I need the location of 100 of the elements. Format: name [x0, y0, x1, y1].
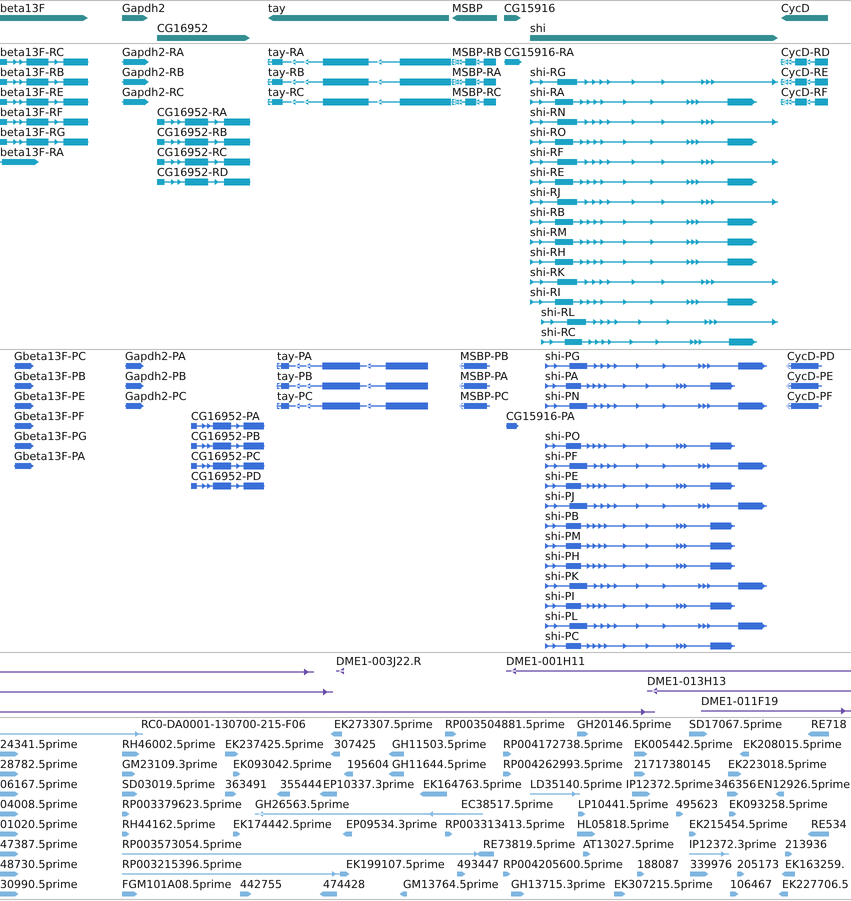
feature-label: CG16952-PA	[191, 410, 260, 423]
feature-label: shi-RH	[530, 246, 566, 259]
feature-label: 48730.5prime	[0, 858, 78, 871]
feature-label: DME1-013H13	[647, 675, 726, 688]
feature-label: shi-PM	[545, 530, 581, 543]
feature-label: EP10337.3prime	[323, 778, 414, 791]
feature-label: RE73819.5prime	[483, 838, 576, 851]
feature-label: 28782.5prime	[0, 758, 78, 771]
feature-label: beta13F-RA	[0, 146, 64, 159]
feature-label: RP003379623.5prime	[122, 798, 242, 811]
feature-label: tay-RA	[268, 46, 304, 59]
feature-label: 213936	[785, 838, 827, 851]
feature-label: CG16952	[157, 22, 208, 35]
feature-label: RC0-DA0001-130700-215-F06	[141, 718, 306, 731]
feature-label: 493447	[457, 858, 499, 871]
feature-label: beta13F	[0, 2, 46, 15]
feature-label: beta13F-RF	[0, 106, 64, 119]
feature-label: Gapdh2-RC	[122, 86, 184, 99]
feature-label: 495623	[676, 798, 718, 811]
feature-label: EK227706.5	[782, 878, 849, 891]
feature-label: EK164763.5prime	[423, 778, 522, 791]
feature-label: DME1-003J22.R	[336, 655, 422, 668]
feature-label: shi-PO	[545, 430, 580, 443]
feature-label: DME1-011F19	[701, 695, 778, 708]
feature-label: HL05818.5prime	[577, 818, 669, 831]
feature-label: AT13027.5prime	[583, 838, 674, 851]
feature-label: RP004205600.5prime	[503, 858, 623, 871]
feature-label: EK215454.5prime	[689, 818, 788, 831]
feature-label: Gapdh2-PB	[125, 370, 186, 383]
feature-label: RP004262993.5prime	[503, 758, 623, 771]
feature-label: RP003573054.5prime	[122, 838, 242, 851]
feature-label: CycD	[781, 2, 810, 15]
feature-label: shi	[530, 22, 546, 35]
feature-label: 307425	[334, 738, 376, 751]
feature-label: RH46002.5prime	[122, 738, 216, 751]
feature-label: CG16952-PB	[191, 430, 260, 443]
feature-label: CG16952-RD	[157, 166, 228, 179]
feature-label: EK273307.5prime	[334, 718, 433, 731]
feature-label: beta13F-RC	[0, 46, 64, 59]
feature-label: EK093258.5prime	[729, 798, 828, 811]
feature-label: shi-PC	[545, 630, 580, 643]
feature-label: shi-PL	[545, 610, 578, 623]
feature-label: EC38517.5prime	[461, 798, 554, 811]
feature-label: MSBP	[452, 2, 483, 15]
feature-label: shi-RM	[530, 226, 567, 239]
feature-label: SD17067.5prime	[689, 718, 782, 731]
feature-label: shi-PJ	[545, 490, 575, 503]
feature-label: RP003504881.5prime	[445, 718, 565, 731]
feature-label: SD03019.5prime	[122, 778, 215, 791]
feature-label: Gapdh2-RB	[122, 66, 184, 79]
feature-label: 346356	[714, 778, 756, 791]
feature-label: 363491	[225, 778, 267, 791]
feature-label: shi-RA	[530, 86, 564, 99]
feature-label: CG16952-PC	[191, 450, 260, 463]
feature-label: 01020.5prime	[0, 818, 78, 831]
feature-label: EK005442.5prime	[634, 738, 733, 751]
feature-label: GH20146.5prime	[577, 718, 672, 731]
feature-label: Gbeta13F-PF	[14, 410, 85, 423]
feature-label: tay-RB	[268, 66, 305, 79]
feature-label: Gbeta13F-PE	[14, 390, 86, 403]
feature-label: Gapdh2-RA	[122, 46, 184, 59]
feature-label: MSBP-PA	[460, 370, 508, 383]
feature-label: shi-PE	[545, 470, 578, 483]
feature-label: EK208015.5prime	[743, 738, 842, 751]
feature-label: CG15916-PA	[506, 410, 575, 423]
feature-label: Gbeta13F-PB	[14, 370, 86, 383]
feature-label: Gbeta13F-PA	[14, 450, 86, 463]
feature-label: shi-RB	[530, 206, 565, 219]
feature-label: beta13F-RE	[0, 86, 64, 99]
feature-label: shi-PB	[545, 510, 579, 523]
feature-label: MSBP-RC	[452, 86, 502, 99]
feature-label: 188087	[637, 858, 679, 871]
feature-label: tay-PB	[277, 370, 313, 383]
feature-label: RP004172738.5prime	[503, 738, 623, 751]
feature-label: EK093042.5prime	[233, 758, 332, 771]
feature-label: RP003215396.5prime	[122, 858, 242, 871]
feature-label: CG16952-RB	[157, 126, 228, 139]
feature-label: MSBP-RA	[452, 66, 502, 79]
feature-label: 06167.5prime	[0, 778, 78, 791]
feature-label: 195604	[347, 758, 389, 771]
feature-label: CycD-PD	[787, 350, 835, 363]
feature-label: beta13F-RG	[0, 126, 66, 139]
feature-label: shi-PK	[545, 570, 579, 583]
feature-label: shi-RO	[530, 126, 566, 139]
feature-label: CG15916-RA	[504, 46, 574, 59]
feature-label: Gapdh2-PA	[125, 350, 186, 363]
feature-label: 474428	[323, 878, 365, 891]
feature-label: RH44162.5prime	[122, 818, 216, 831]
feature-label: shi-PG	[545, 350, 580, 363]
feature-label: MSBP-RB	[452, 46, 502, 59]
feature-label: tay-PC	[277, 390, 313, 403]
feature-label: Gbeta13F-PC	[14, 350, 86, 363]
feature-label: RE718	[811, 718, 847, 731]
feature-label: MSBP-PC	[460, 390, 509, 403]
feature-label: CycD-RD	[781, 46, 830, 59]
feature-label: GM13764.5prime	[403, 878, 499, 891]
feature-label: CG16952-RA	[157, 106, 227, 119]
feature-label: MSBP-PB	[460, 350, 509, 363]
feature-label: IP12372.5prime	[626, 778, 714, 791]
feature-label: beta13F-RB	[0, 66, 64, 79]
